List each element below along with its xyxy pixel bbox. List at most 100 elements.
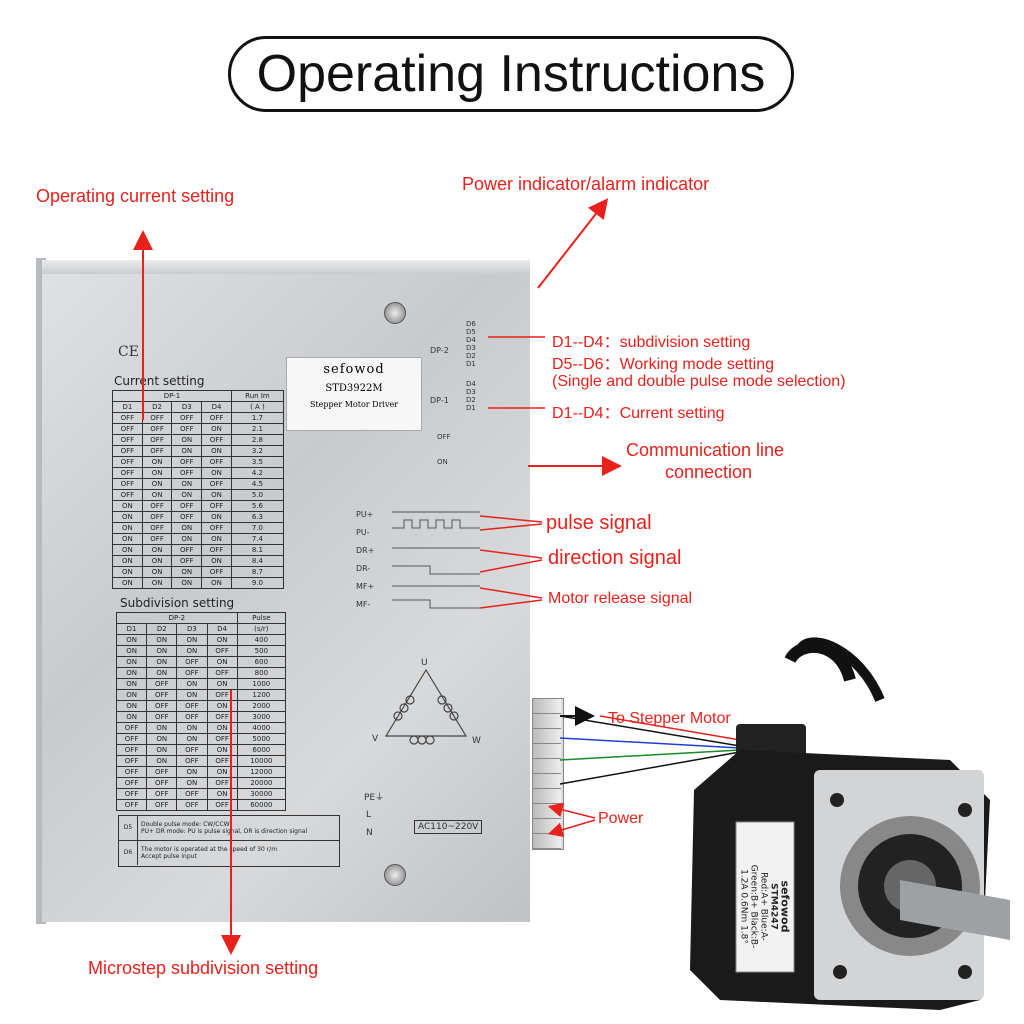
dip-pin-label: D2	[466, 352, 476, 360]
table-header-cell: D3	[176, 623, 208, 635]
table-value-header: Run Im	[230, 390, 285, 402]
table-unit-header: ( A )	[230, 401, 285, 413]
driver-subtitle: Stepper Motor Driver	[309, 400, 399, 409]
table-header-cell: D2	[141, 401, 173, 413]
l-label: L	[366, 810, 372, 820]
table-cell: OFF	[201, 566, 232, 578]
wire-black-bottom	[559, 751, 741, 785]
title-box: Operating Instructions	[228, 36, 794, 112]
table-cell: OFF	[206, 711, 238, 723]
table-cell: 1200	[236, 689, 287, 701]
table-cell: OFF	[206, 799, 238, 811]
table-cell: OFF	[141, 412, 173, 424]
signal-label: PU-	[356, 528, 370, 537]
table-cell: ON	[171, 434, 203, 446]
pulse-signal-annotation: pulse signal	[546, 512, 652, 534]
table-cell: OFF	[176, 700, 208, 712]
motor-wiring-2: Green:B+ Black:B-	[748, 864, 759, 949]
table-cell: ON	[201, 423, 232, 435]
table-cell: ON	[146, 722, 178, 734]
table-cell: ON	[112, 533, 143, 545]
driver-side-edge	[36, 258, 46, 924]
table-cell: OFF	[201, 478, 232, 490]
table-cell: ON	[115, 656, 148, 668]
dip-pin-label: D4	[466, 336, 476, 344]
phase-u-label: U	[421, 658, 428, 668]
table-cell: 3000	[236, 711, 287, 723]
table-cell: OFF	[146, 777, 178, 789]
table-cell: ON	[206, 656, 238, 668]
table-cell: ON	[201, 511, 232, 523]
table-header-cell: D4	[206, 623, 238, 635]
table-cell: OFF	[141, 533, 173, 545]
table-cell: OFF	[201, 412, 232, 424]
table-cell: 6.3	[230, 511, 285, 523]
table-cell: 7.4	[230, 533, 285, 545]
table-cell: ON	[112, 544, 143, 556]
table-cell: ON	[115, 667, 148, 679]
d6-label: D6	[119, 841, 138, 865]
motor-spec: 1.2A 0.6Nm 1.8°	[738, 869, 749, 944]
pulse-mode-annotation: (Single and double pulse mode selection)	[552, 373, 846, 390]
table-cell: 5.6	[230, 500, 285, 512]
table-cell: OFF	[112, 423, 143, 435]
table-cell: 4.2	[230, 467, 285, 479]
table-cell: ON	[146, 733, 178, 745]
terminal-block	[532, 698, 564, 850]
comm-line-annotation-2: connection	[665, 462, 753, 482]
table-cell: ON	[115, 689, 148, 701]
table-cell: OFF	[206, 755, 238, 767]
table-cell: OFF	[206, 667, 238, 679]
table-cell: ON	[206, 744, 238, 756]
table-cell: OFF	[146, 678, 178, 690]
driver-label-plate: sefowod STD3922M Stepper Motor Driver	[286, 357, 422, 431]
table-cell: ON	[201, 577, 232, 589]
table-cell: OFF	[112, 467, 143, 479]
d5-off-text: PU+ DR mode: PU is pulse signal, DR is d…	[141, 828, 308, 835]
ac-voltage-label: AC110~220V	[414, 820, 483, 834]
table-cell: ON	[112, 555, 143, 567]
table-cell: OFF	[141, 434, 173, 446]
table-cell: ON	[176, 722, 208, 734]
table-header-cell: D3	[171, 401, 203, 413]
table-cell: OFF	[201, 522, 232, 534]
d6-off-text: Accept pulse input	[141, 853, 197, 860]
dp2-label: DP-2	[430, 346, 449, 355]
table-cell: ON	[201, 445, 232, 457]
table-cell: OFF	[146, 788, 178, 800]
table-cell: 800	[236, 667, 287, 679]
table-cell: ON	[176, 689, 208, 701]
table-cell: 8.7	[230, 566, 285, 578]
current-table-title: Current setting	[114, 374, 205, 388]
to-stepper-annotation: To Stepper Motor	[608, 710, 731, 727]
table-cell: OFF	[201, 434, 232, 446]
table-cell: ON	[141, 489, 173, 501]
driver-model: STD3922M	[325, 383, 383, 394]
table-cell: OFF	[141, 445, 173, 457]
operating-current-annotation: Operating current setting	[36, 186, 235, 206]
subdivision-table-title: Subdivision setting	[120, 596, 235, 610]
table-cell: ON	[141, 456, 173, 468]
driver-brand: sefowod	[323, 362, 385, 377]
power-indicator-arrow	[537, 198, 609, 289]
table-header-cell: D1	[112, 401, 143, 413]
dip-pin-label: D2	[466, 396, 476, 404]
d6-on-text: The motor is operated at the speed of 30…	[141, 846, 278, 853]
table-cell: 6000	[236, 744, 287, 756]
table-cell: OFF	[176, 799, 208, 811]
ce-mark: CE	[118, 344, 139, 360]
motor-connector	[736, 724, 806, 768]
